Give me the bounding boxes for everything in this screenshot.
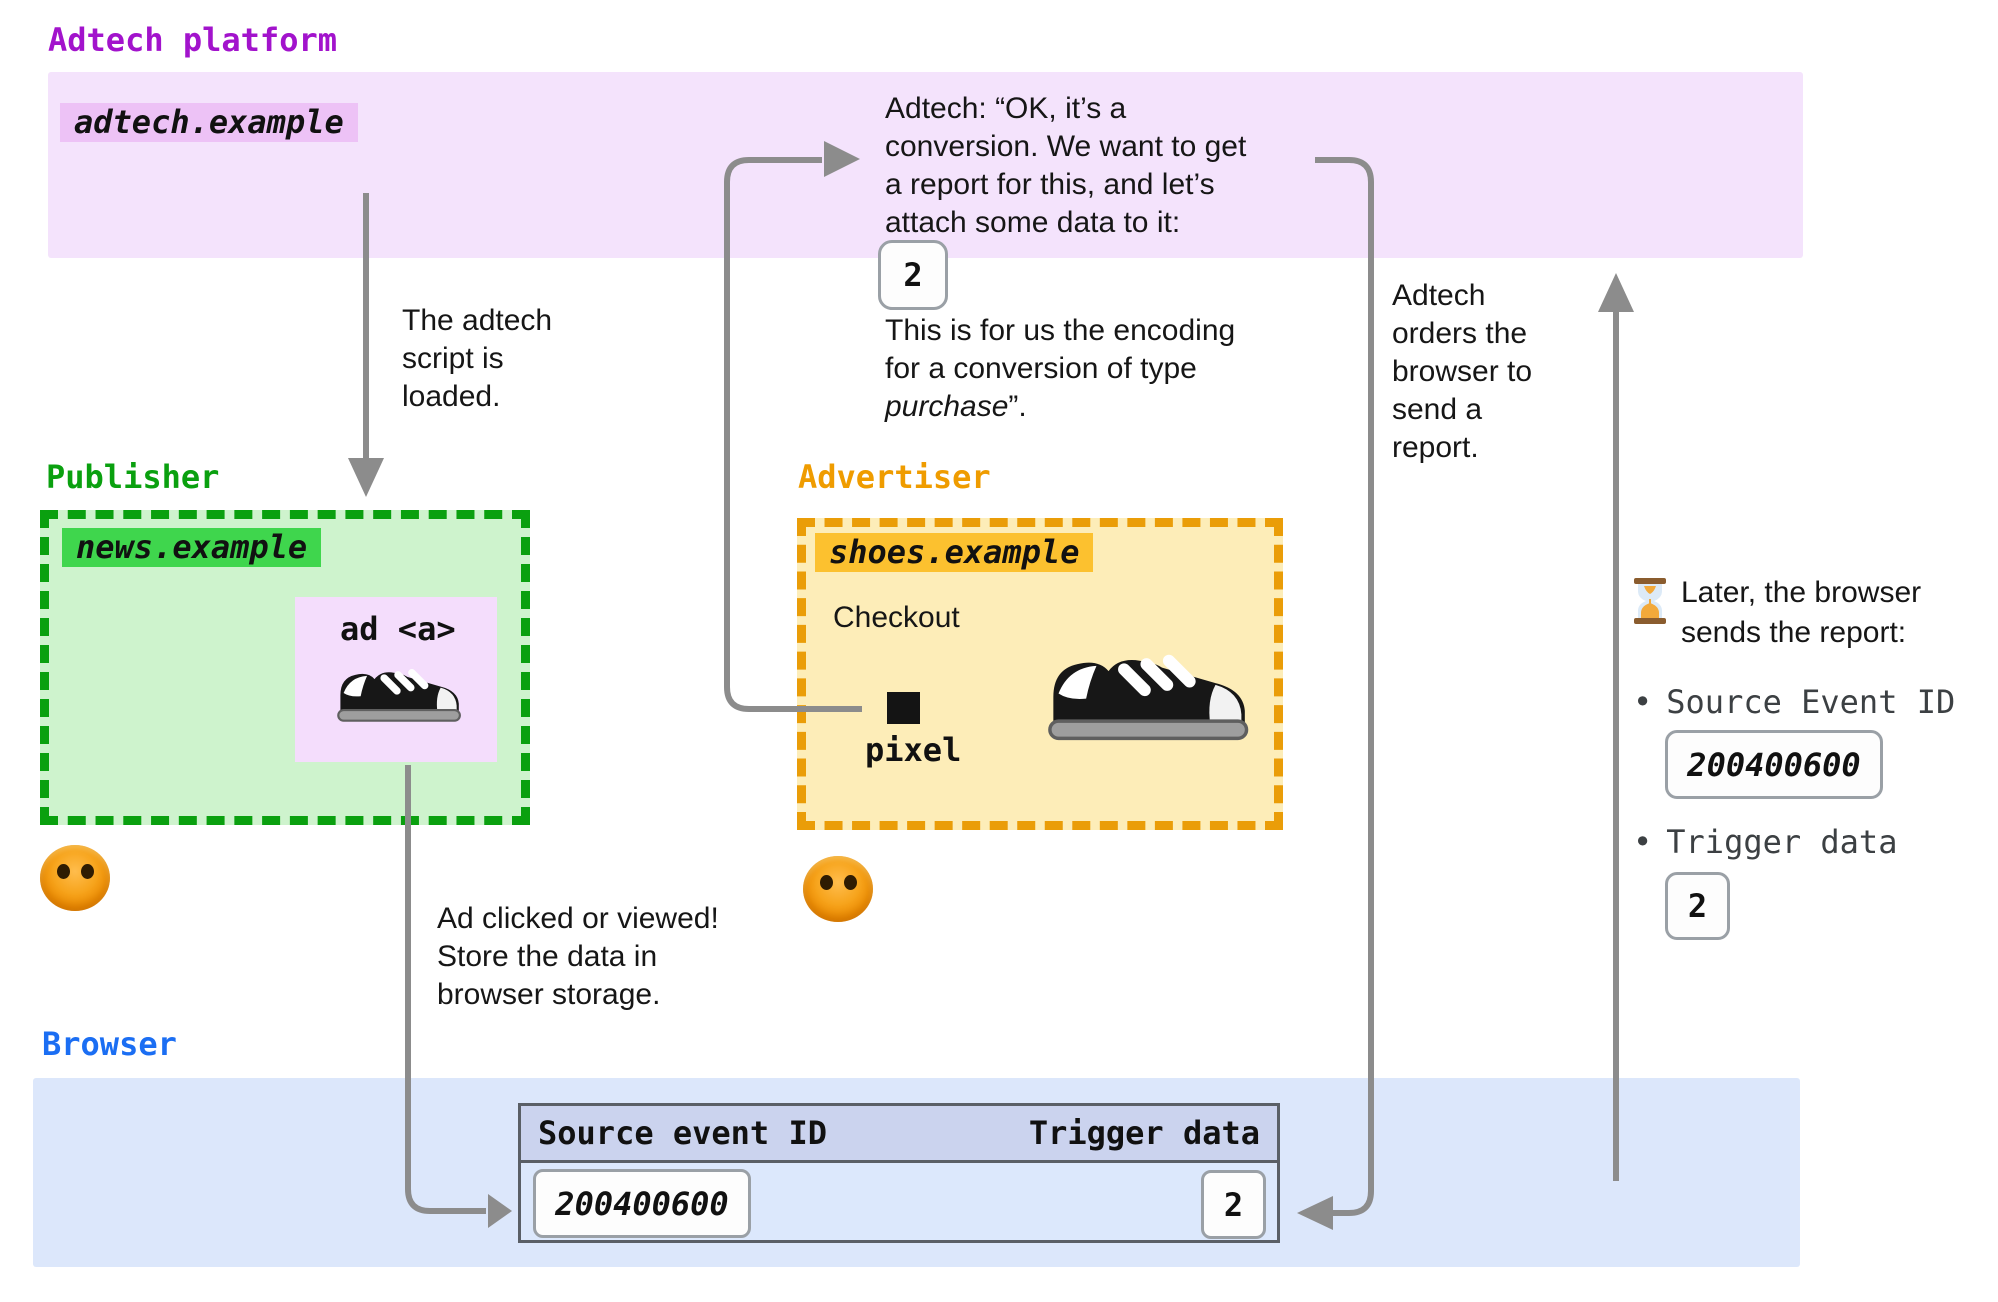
ad-label: ad <a> [340,610,456,648]
encoding-note: This is for us the encoding for a conver… [885,314,1236,423]
stored-trigger-data-box: 2 [1201,1170,1266,1239]
col-trigger-data: Trigger data [1028,1114,1260,1152]
order-report-note: Adtech orders the browser to send a repo… [1392,279,1533,464]
report-item-trigger-label: •Trigger data [1633,823,1898,861]
adtech-platform-label: Adtech platform [48,21,337,59]
publisher-domain-badge: news.example [62,528,322,568]
trigger-value: 2 [903,256,923,294]
advertiser-label: Advertiser [798,458,991,496]
checkout-label: Checkout [833,601,960,634]
arrowhead-send-report [1598,273,1634,312]
storage-table: Source event ID Trigger data 200400600 2 [518,1103,1280,1243]
pixel-square [887,692,920,724]
report-trigger-value-box: 2 [1665,872,1730,940]
arrowhead-script-loaded [348,458,384,497]
ad-clicked-note: Ad clicked or viewed! Store the data in … [437,902,719,1011]
browser-label: Browser [42,1025,177,1063]
advertiser-user-face-icon [803,856,873,922]
pixel-label: pixel [865,731,962,769]
hourglass-icon [1634,578,1666,624]
report-item-source-label: •Source Event ID [1633,683,1956,721]
publisher-label: Publisher [46,458,220,496]
report-source-value-box: 200400600 [1665,730,1883,799]
conversion-speech-note: Adtech: “OK, it’s a conversion. We want … [885,92,1247,239]
publisher-user-face-icon [40,845,110,911]
advertiser-domain-badge: shoes.example [815,533,1094,573]
trigger-value-box: 2 [878,240,948,310]
later-note: Later, the browser sends the report: [1681,576,1922,649]
col-source-event-id: Source event ID [538,1114,827,1152]
storage-table-header: Source event ID Trigger data [521,1106,1277,1163]
adtech-domain-badge: adtech.example [60,103,358,143]
sneaker-icon [337,669,461,722]
stored-source-event-id-box: 200400600 [533,1169,751,1238]
sneaker-icon-large [1048,654,1249,741]
arrow-order-report [1315,157,1374,1216]
script-loaded-note: The adtech script is loaded. [402,304,553,413]
